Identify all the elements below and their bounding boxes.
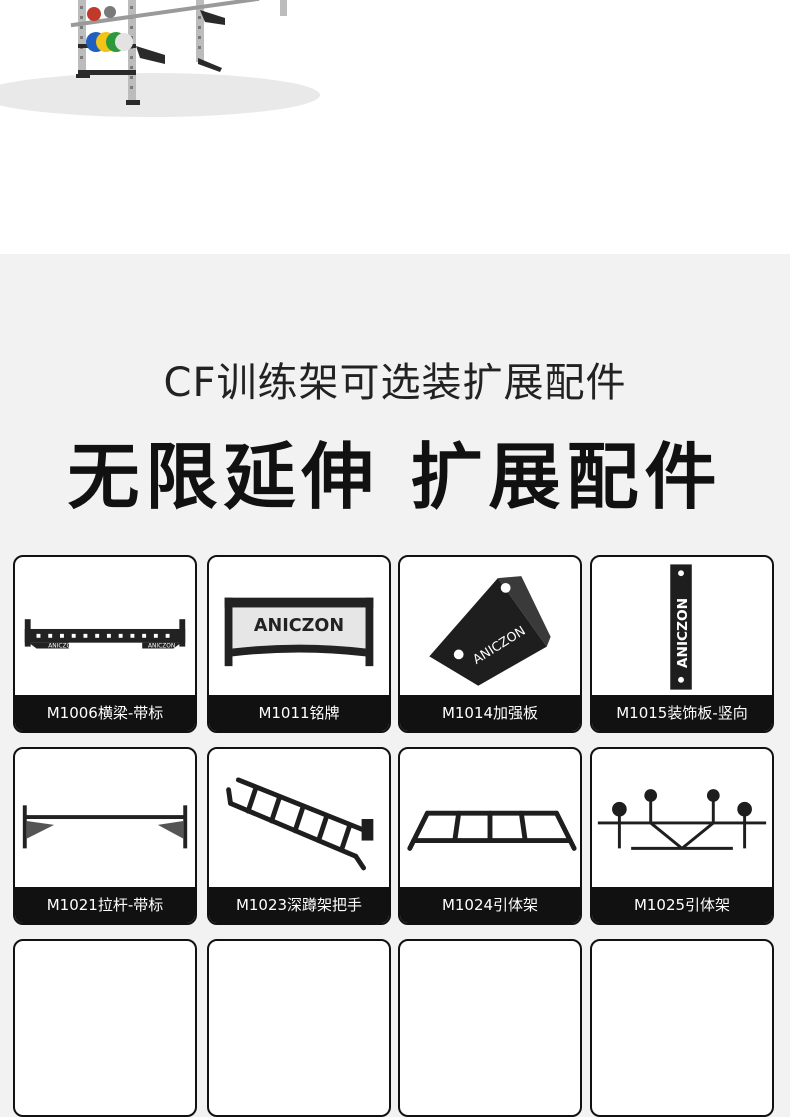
hero-image xyxy=(0,0,790,254)
subtitle: CF训练架可选装扩展配件 xyxy=(163,360,627,406)
product-label: M1025引体架 xyxy=(592,887,772,923)
product-label: M1015装饰板-竖向 xyxy=(592,695,772,731)
product-card-partial[interactable] xyxy=(13,939,197,1117)
nameplate-icon: ANICZON xyxy=(209,557,389,699)
crossbeam-icon: ANICZON ANICZON xyxy=(15,557,195,699)
squat-handle-icon xyxy=(209,749,389,891)
pullup-frame-icon xyxy=(400,749,580,891)
product-card-partial[interactable] xyxy=(590,939,774,1117)
product-card[interactable]: M1023深蹲架把手 xyxy=(207,747,391,925)
rack-illustration xyxy=(0,0,320,117)
brand-text: ANICZON xyxy=(148,644,175,650)
product-card[interactable]: ANICZON M1011铭牌 xyxy=(207,555,391,733)
product-card[interactable]: M1025引体架 xyxy=(590,747,774,925)
product-card[interactable]: M1024引体架 xyxy=(398,747,582,925)
vertical-plate-icon: ANICZON xyxy=(592,557,772,699)
product-card-partial[interactable] xyxy=(207,939,391,1117)
brand-text: ANICZON xyxy=(254,616,344,636)
product-label: M1023深蹲架把手 xyxy=(209,887,389,923)
product-label: M1014加强板 xyxy=(400,695,580,731)
product-card[interactable]: ANICZON ANICZON M1006横梁-带标 xyxy=(13,555,197,733)
product-label: M1024引体架 xyxy=(400,887,580,923)
product-label: M1006横梁-带标 xyxy=(15,695,195,731)
reinforcement-plate-icon: ANICZON xyxy=(400,557,580,699)
page-title: 无限延伸 扩展配件 xyxy=(67,435,723,519)
product-label: M1021拉杆-带标 xyxy=(15,887,195,923)
product-card[interactable]: M1021拉杆-带标 xyxy=(13,747,197,925)
pull-bar-icon xyxy=(15,749,195,891)
brand-text: ANICZON xyxy=(675,598,691,668)
product-card[interactable]: ANICZON M1015装饰板-竖向 xyxy=(590,555,774,733)
product-label: M1011铭牌 xyxy=(209,695,389,731)
pullup-ball-frame-icon xyxy=(592,749,772,891)
brand-text: ANICZON xyxy=(48,644,75,650)
product-card[interactable]: ANICZON M1014加强板 xyxy=(398,555,582,733)
product-card-partial[interactable] xyxy=(398,939,582,1117)
